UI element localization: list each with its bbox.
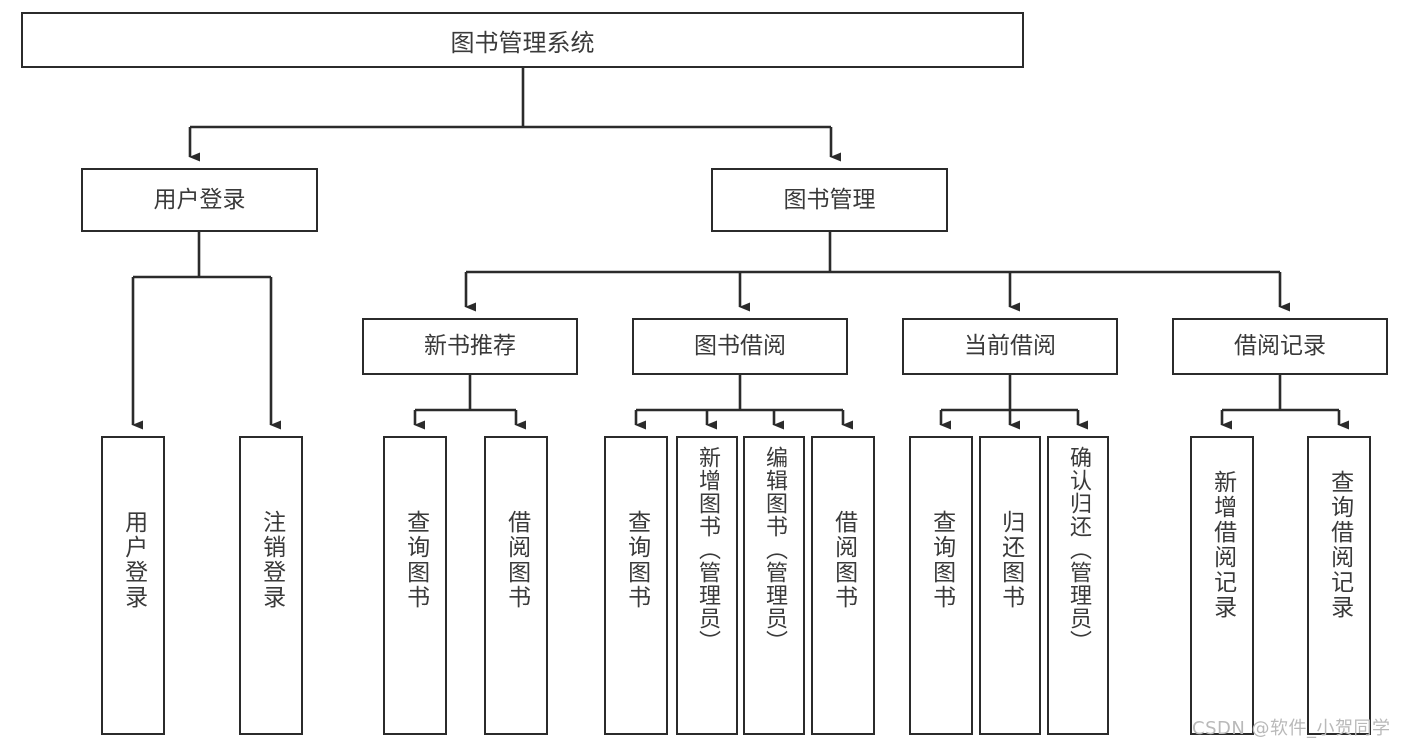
node-borrow-record[interactable]: 借阅记录 bbox=[1172, 318, 1388, 375]
node-root-label: 图书管理系统 bbox=[450, 28, 595, 57]
leaf-book-borrow-edit[interactable]: 编辑图书（管理员） bbox=[743, 436, 805, 735]
leaf-label: 用户登录 bbox=[120, 510, 147, 610]
node-book-borrow-label: 图书借阅 bbox=[694, 333, 786, 359]
leaf-book-borrow-borrow[interactable]: 借阅图书 bbox=[811, 436, 875, 735]
leaf-borrow-record-query[interactable]: 查询借阅记录 bbox=[1307, 436, 1371, 735]
node-user-login-label: 用户登录 bbox=[153, 186, 246, 213]
node-new-book-recommend-label: 新书推荐 bbox=[424, 333, 516, 359]
leaf-new-book-query[interactable]: 查询图书 bbox=[383, 436, 447, 735]
node-user-login[interactable]: 用户登录 bbox=[81, 168, 318, 232]
leaf-book-borrow-query[interactable]: 查询图书 bbox=[604, 436, 668, 735]
leaf-label: 借阅图书 bbox=[830, 510, 857, 610]
leaf-label: 查询图书 bbox=[623, 510, 650, 610]
node-current-borrow-label: 当前借阅 bbox=[964, 333, 1056, 359]
leaf-current-borrow-return[interactable]: 归还图书 bbox=[979, 436, 1041, 735]
node-book-management-label: 图书管理 bbox=[783, 186, 876, 213]
leaf-label: 借阅图书 bbox=[503, 510, 530, 610]
leaf-user-login-logout[interactable]: 注销登录 bbox=[239, 436, 303, 735]
node-current-borrow[interactable]: 当前借阅 bbox=[902, 318, 1118, 375]
leaf-label: 归还图书 bbox=[997, 510, 1024, 610]
node-borrow-record-label: 借阅记录 bbox=[1234, 333, 1326, 359]
node-book-management[interactable]: 图书管理 bbox=[711, 168, 948, 232]
leaf-label: 查询借阅记录 bbox=[1326, 470, 1353, 620]
leaf-borrow-record-add[interactable]: 新增借阅记录 bbox=[1190, 436, 1254, 735]
leaf-label: 确认归还（管理员） bbox=[1065, 446, 1091, 653]
leaf-current-borrow-query[interactable]: 查询图书 bbox=[909, 436, 973, 735]
node-book-borrow[interactable]: 图书借阅 bbox=[632, 318, 848, 375]
leaf-label: 查询图书 bbox=[928, 510, 955, 610]
leaf-label: 注销登录 bbox=[258, 510, 285, 610]
leaf-user-login-login[interactable]: 用户登录 bbox=[101, 436, 165, 735]
node-new-book-recommend[interactable]: 新书推荐 bbox=[362, 318, 578, 375]
leaf-label: 查询图书 bbox=[402, 510, 429, 610]
node-root[interactable]: 图书管理系统 bbox=[21, 12, 1024, 68]
leaf-label: 编辑图书（管理员） bbox=[761, 446, 787, 653]
watermark: CSDN @软件_小贺同学 bbox=[1192, 718, 1391, 739]
leaf-new-book-borrow[interactable]: 借阅图书 bbox=[484, 436, 548, 735]
leaf-label: 新增借阅记录 bbox=[1209, 470, 1236, 620]
leaf-book-borrow-add[interactable]: 新增图书（管理员） bbox=[676, 436, 738, 735]
leaf-label: 新增图书（管理员） bbox=[694, 446, 720, 653]
leaf-current-borrow-confirm[interactable]: 确认归还（管理员） bbox=[1047, 436, 1109, 735]
